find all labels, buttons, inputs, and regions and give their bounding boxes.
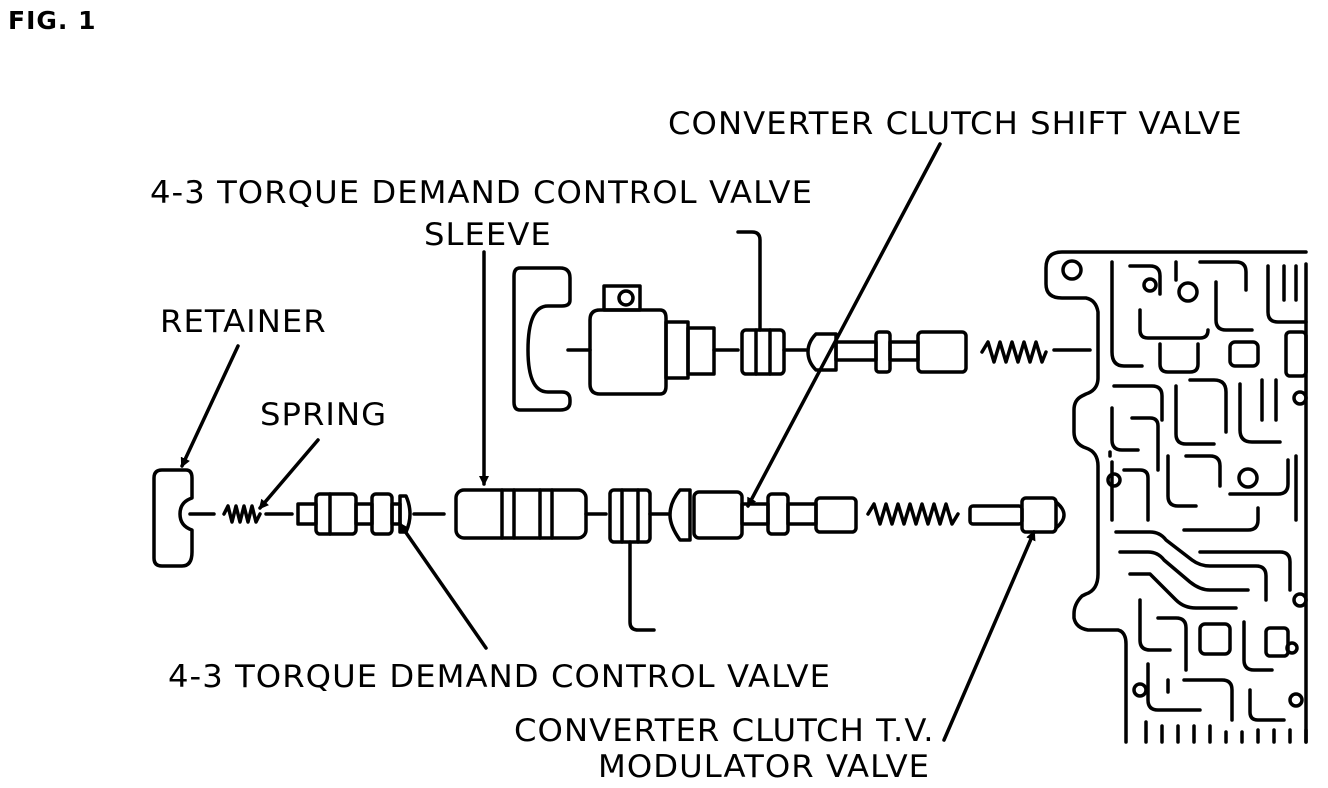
label-torque-demand-top: 4-3 TORQUE DEMAND CONTROL VALVE (150, 175, 814, 211)
upper-sleeve-pin (736, 230, 762, 332)
label-tv-modulator-line1: CONVERTER CLUTCH T.V. (514, 713, 935, 749)
torque-valve-land-2 (370, 492, 394, 536)
shift-valve-land-1 (668, 488, 692, 542)
upper-valve-land-3 (916, 330, 968, 374)
figure-label: FIG. 1 (8, 6, 97, 35)
upper-spring (980, 340, 1048, 364)
label-sleeve: SLEEVE (424, 217, 552, 253)
label-retainer: RETAINER (160, 304, 327, 340)
upper-retainer-clip (512, 266, 572, 412)
solenoid-top-screw (617, 289, 635, 307)
leader-shift-valve (746, 142, 942, 508)
label-tv-modulator-line2: MODULATOR VALVE (598, 749, 931, 785)
tv-modulator-body (1020, 496, 1058, 534)
solenoid-body (588, 308, 668, 396)
solenoid-collar (664, 320, 690, 380)
lower-sleeve (454, 488, 588, 540)
leader-tv-modulator (942, 530, 1036, 742)
leader-spring (258, 438, 320, 510)
label-torque-demand-bottom: 4-3 TORQUE DEMAND CONTROL VALVE (168, 659, 832, 695)
retainer-spring (222, 504, 262, 524)
lower-spring (866, 502, 960, 526)
torque-valve-stem (296, 502, 318, 526)
upper-valve-land-2 (874, 330, 892, 374)
upper-valve-land-1 (806, 332, 838, 372)
label-converter-clutch-shift-valve: CONVERTER CLUTCH SHIFT VALVE (668, 106, 1243, 142)
upper-sleeve (740, 328, 786, 376)
shift-valve-land-3 (766, 492, 790, 536)
lower-pin-sleeve (608, 488, 652, 544)
valve-body-casting (1044, 250, 1308, 744)
leader-retainer (180, 344, 240, 468)
leader-torque-bottom (398, 522, 488, 650)
solenoid-top-cap (602, 284, 642, 312)
label-spring: SPRING (260, 397, 388, 433)
solenoid-tip (686, 326, 716, 376)
lower-sleeve-pin (628, 540, 656, 632)
shift-valve-land-2 (692, 490, 744, 540)
lower-retainer-clip (152, 468, 194, 568)
shift-valve-land-4 (814, 496, 858, 534)
torque-valve-land-1 (314, 492, 358, 536)
tv-modulator-stem (968, 504, 1024, 526)
